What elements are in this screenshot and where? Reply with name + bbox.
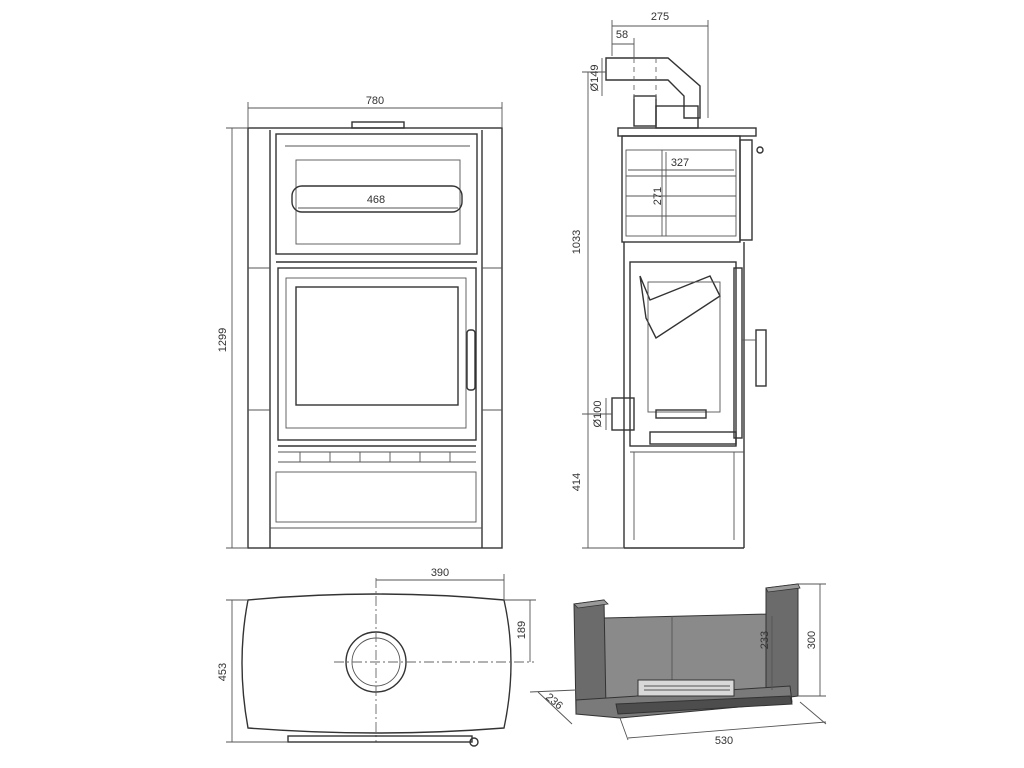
dim-oven-height: 271 xyxy=(652,187,664,205)
dim-flue-offset: 275 xyxy=(651,11,669,23)
dim-top-center-offset: 390 xyxy=(431,567,449,579)
dim-air-inlet: Ø100 xyxy=(592,401,604,428)
dim-base-height: 414 xyxy=(571,473,583,491)
liner-isometric: 300 233 530 236 xyxy=(529,583,827,747)
front-view: 780 468 1299 xyxy=(217,95,503,549)
dim-liner-width: 530 xyxy=(715,735,733,747)
side-view: 275 58 Ø149 327 271 1033 Ø100 414 xyxy=(571,11,767,549)
dim-window-width: 468 xyxy=(367,194,385,206)
dim-flue-small: 58 xyxy=(616,29,628,41)
oven-handle xyxy=(291,185,463,213)
dim-top-center-depth: 189 xyxy=(516,621,528,639)
dim-liner-depth: 236 xyxy=(543,691,565,712)
dim-top-depth: 453 xyxy=(217,663,229,681)
dim-oven-width: 327 xyxy=(671,157,689,169)
door-handle xyxy=(466,329,476,391)
dim-front-width: 780 xyxy=(366,95,384,107)
dim-front-height: 1299 xyxy=(217,328,229,352)
dim-side-height: 1033 xyxy=(571,230,583,254)
dim-liner-outer-height: 300 xyxy=(806,631,818,649)
top-view: 390 189 453 xyxy=(217,567,536,747)
dim-flue-diameter: Ø149 xyxy=(589,65,601,92)
dim-liner-inner-height: 233 xyxy=(759,631,771,649)
